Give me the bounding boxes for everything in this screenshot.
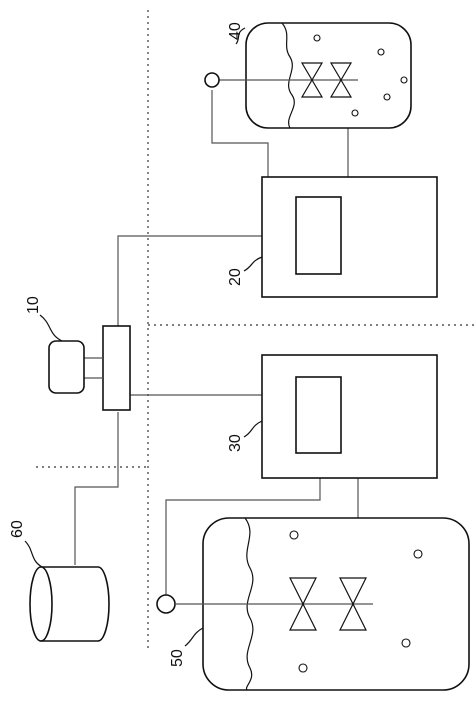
- bubble: [377, 48, 385, 56]
- impeller-icon: [339, 577, 367, 606]
- controller-bar: [102, 325, 131, 411]
- controller-head: [48, 340, 85, 394]
- bubble: [351, 109, 359, 117]
- label-tank-lower: 50: [169, 649, 186, 667]
- unit-upper-window: [295, 196, 342, 275]
- connection-lines: [74, 90, 359, 596]
- unit-upper-body: [261, 176, 438, 298]
- tank-lower: [156, 517, 470, 691]
- partition-lines: [36, 10, 474, 652]
- leader-tank-upper: [235, 27, 246, 45]
- impeller-icon: [300, 78, 324, 98]
- bubble: [413, 549, 423, 559]
- sensor-icon: [156, 594, 176, 614]
- container-end: [29, 566, 53, 642]
- bubble: [401, 638, 411, 648]
- label-tank-upper: 40: [227, 22, 244, 40]
- tank-lower-liquid-surface: [244, 517, 254, 691]
- line-controller-to-container: [74, 412, 119, 565]
- impeller-icon: [289, 577, 317, 606]
- impeller-icon: [289, 602, 317, 631]
- sensor-icon: [204, 72, 220, 88]
- bubble: [298, 663, 308, 673]
- bubble: [289, 530, 299, 540]
- leader-tank-lower: [184, 627, 204, 647]
- tank-upper-liquid-surface: [281, 22, 295, 129]
- controller: [48, 325, 131, 411]
- bubble: [383, 93, 391, 101]
- leader-controller: [39, 314, 63, 342]
- label-unit-upper: 20: [227, 268, 244, 286]
- leader-container: [24, 540, 43, 568]
- unit-lower-body: [261, 354, 438, 479]
- bubble: [400, 76, 408, 84]
- tank-upper-body: [245, 22, 412, 129]
- container-body: [40, 566, 110, 642]
- container: [29, 566, 110, 642]
- line-controller-to-unit-upper: [117, 235, 262, 328]
- unit-upper: [261, 176, 438, 298]
- line-sensor-upper-to-unit-upper: [211, 90, 269, 177]
- label-container: 60: [9, 520, 26, 538]
- impeller-icon: [329, 62, 353, 82]
- label-unit-lower: 30: [227, 434, 244, 452]
- impeller-icon: [300, 62, 324, 82]
- unit-lower: [261, 354, 438, 479]
- unit-lower-window: [295, 376, 342, 454]
- leader-lines: [24, 27, 263, 647]
- bubble: [313, 34, 321, 42]
- tank-upper: [204, 22, 412, 129]
- label-controller: 10: [25, 296, 42, 314]
- leader-unit-upper: [243, 256, 263, 272]
- impeller-icon: [329, 78, 353, 98]
- line-sensor-lower-to-unit-lower: [165, 478, 321, 596]
- leader-unit-lower: [243, 420, 263, 438]
- reference-labels: 10 40 20 30 50 60: [9, 22, 244, 667]
- impeller-icon: [339, 602, 367, 631]
